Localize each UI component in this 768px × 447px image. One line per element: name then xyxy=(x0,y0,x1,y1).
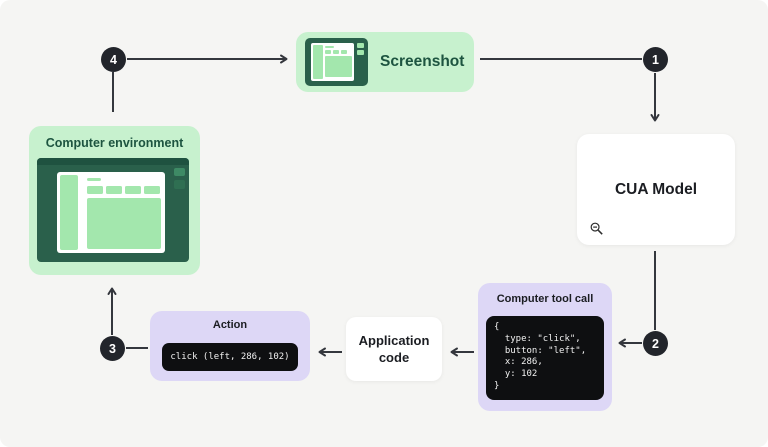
step-badge-3: 3 xyxy=(100,336,125,361)
computer-tool-call-label: Computer tool call xyxy=(496,293,594,305)
action-code-pill: click (left, 286, 102) xyxy=(162,343,298,371)
mini-browser-window xyxy=(311,43,354,81)
action-label: Action xyxy=(212,319,248,331)
mini-browser-sidebar xyxy=(313,45,323,79)
browser-sidebar xyxy=(60,175,78,250)
monitor-button-icon xyxy=(174,168,185,176)
step-badge-2: 2 xyxy=(643,331,668,356)
computer-environment-label: Computer environment xyxy=(45,136,184,150)
screenshot-label: Screenshot xyxy=(380,53,465,70)
desktop-browser-illustration xyxy=(37,158,189,262)
step-badge-1: 1 xyxy=(643,47,668,72)
tool-call-code-block: { type: "click", button: "left", x: 286,… xyxy=(486,316,604,400)
mini-browser-main xyxy=(325,45,352,79)
browser-urlbar xyxy=(87,178,101,181)
application-code-label: Application code xyxy=(358,333,430,365)
action-node: Action click (left, 286, 102) xyxy=(150,311,310,381)
browser-content xyxy=(87,198,161,249)
monitor-button-icon xyxy=(357,43,364,48)
computer-tool-call-node: Computer tool call { type: "click", butt… xyxy=(478,283,612,411)
zoom-out-icon xyxy=(590,222,603,235)
monitor-button-icon xyxy=(357,50,364,55)
mini-browser-tabs xyxy=(325,50,352,54)
cua-model-node: CUA Model xyxy=(577,134,735,245)
mini-browser-content xyxy=(325,56,352,77)
application-code-node: Application code xyxy=(346,317,442,381)
monitor-top-bezel xyxy=(37,158,189,165)
browser-window xyxy=(57,172,165,253)
browser-window-icon xyxy=(305,38,368,86)
computer-environment-node: Computer environment xyxy=(29,126,200,275)
step-badge-4: 4 xyxy=(101,47,126,72)
browser-tabs xyxy=(87,186,160,194)
mini-browser-urlbar xyxy=(325,46,334,48)
monitor-button-icon xyxy=(174,180,185,189)
screenshot-node: Screenshot xyxy=(296,32,474,92)
cua-model-label: CUA Model xyxy=(614,180,698,198)
